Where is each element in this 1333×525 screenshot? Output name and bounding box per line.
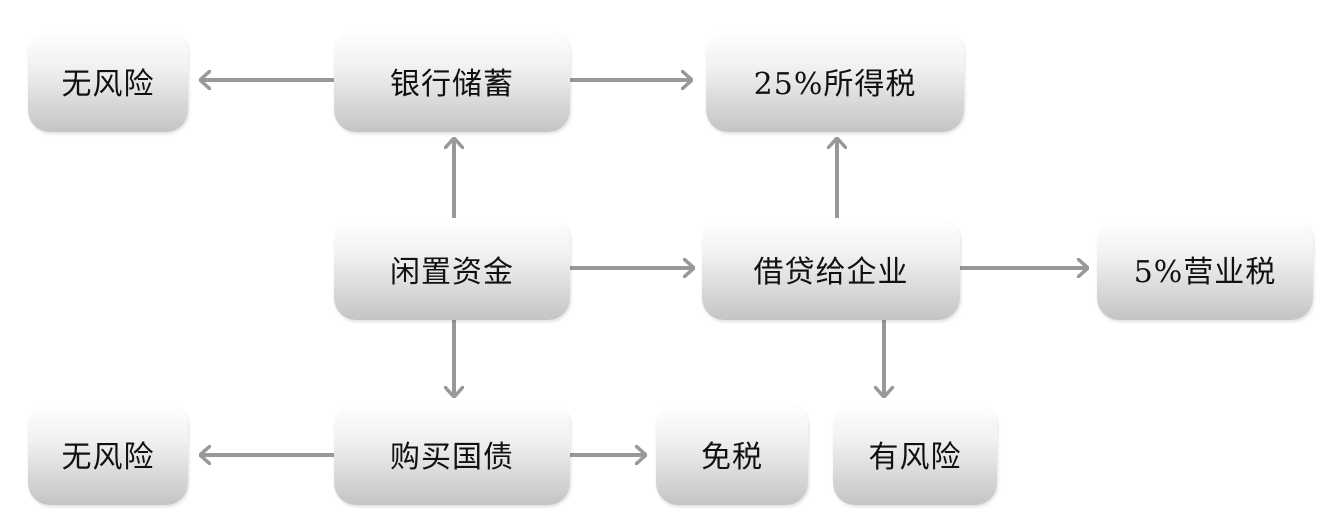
node-bank-savings: 银行储蓄 [334, 30, 570, 132]
node-income-tax: 25%所得税 [706, 30, 964, 132]
node-label: 有风险 [868, 440, 962, 475]
node-label: 无风险 [61, 67, 155, 102]
node-business-tax: 5%营业税 [1097, 218, 1313, 320]
node-label: 5%营业税 [1133, 255, 1277, 290]
node-label: 闲置资金 [390, 255, 514, 290]
node-label: 免税 [701, 440, 763, 475]
node-label: 借贷给企业 [753, 255, 909, 290]
node-buy-treasury-bonds: 购买国债 [334, 403, 570, 505]
node-tax-exempt: 免税 [656, 403, 808, 505]
node-label: 无风险 [61, 440, 155, 475]
node-has-risk: 有风险 [833, 403, 997, 505]
node-no-risk-top: 无风险 [28, 30, 188, 132]
node-no-risk-bottom: 无风险 [28, 403, 188, 505]
node-lend-to-enterprise: 借贷给企业 [702, 218, 960, 320]
node-label: 购买国债 [390, 440, 514, 475]
node-label: 银行储蓄 [390, 67, 514, 102]
node-label: 25%所得税 [753, 67, 917, 102]
node-idle-funds: 闲置资金 [334, 218, 570, 320]
